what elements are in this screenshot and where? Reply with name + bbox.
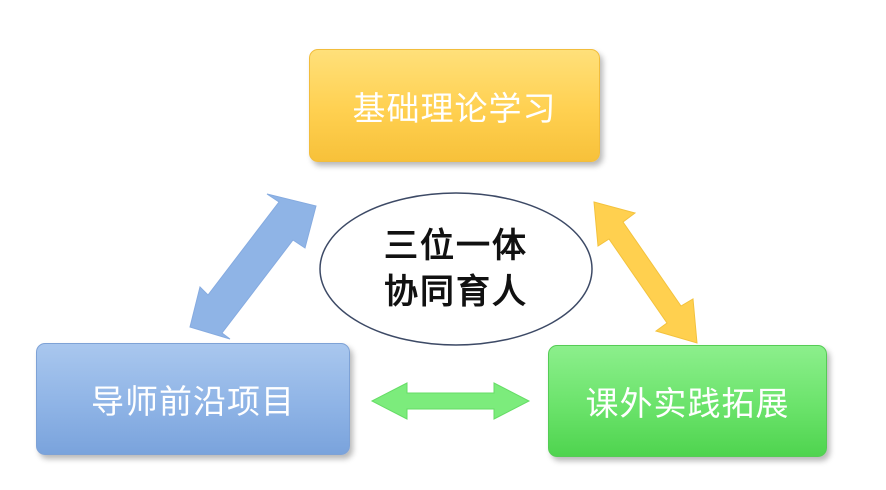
left-diagonal-arrow [189,193,317,340]
top-box-label: 基础理论学习 [352,88,557,128]
center-text-line1: 三位一体 [384,226,528,266]
right-diagonal-arrow [593,201,698,344]
right-box-extracurricular-practice: 课外实践拓展 [548,345,827,457]
right-box-label: 课外实践拓展 [585,384,790,423]
bottom-horizontal-arrow [370,382,531,420]
center-ellipse [319,192,593,346]
left-box-label: 导师前沿项目 [91,382,295,421]
center-text: 三位一体 协同育人 [318,191,594,347]
top-box-basic-theory-study: 基础理论学习 [309,49,600,162]
center-text-line2: 协同育人 [384,272,528,312]
left-box-mentor-frontier-projects: 导师前沿项目 [36,343,350,455]
